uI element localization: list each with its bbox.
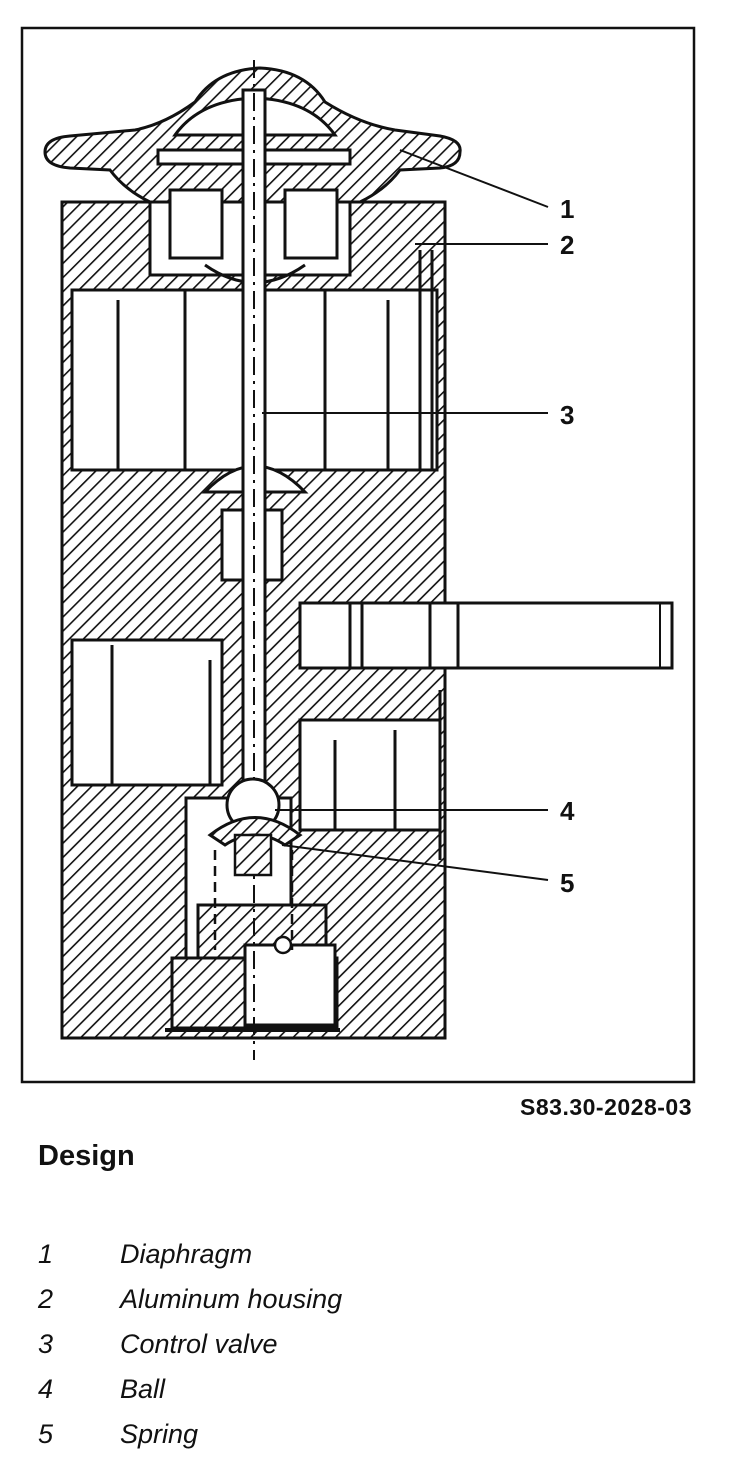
legend-item: 3 Control valve (38, 1322, 342, 1367)
legend-item-number: 3 (38, 1329, 54, 1359)
side-pipe (298, 601, 674, 670)
callout-4: 4 (560, 796, 575, 826)
legend-item: 5 Spring (38, 1412, 342, 1457)
callout-1: 1 (560, 194, 574, 224)
legend-item-number: 1 (38, 1239, 54, 1269)
callout-3: 3 (560, 400, 574, 430)
figure-id: S83.30-2028-03 (520, 1094, 692, 1120)
legend-item-label: Ball (120, 1374, 166, 1404)
spring (207, 816, 303, 877)
legend-item-number: 5 (38, 1419, 54, 1449)
legend-item-label: Spring (120, 1419, 199, 1449)
legend-item-number: 4 (38, 1374, 54, 1404)
legend-item: 1 Diaphragm (38, 1232, 342, 1277)
leader-lines (262, 149, 549, 881)
legend-item: 2 Aluminum housing (38, 1277, 342, 1322)
legend-item-label: Aluminum housing (120, 1284, 343, 1314)
legend-item-label: Diaphragm (120, 1239, 253, 1269)
legend-item-label: Control valve (120, 1329, 278, 1359)
legend-item: 4 Ball (38, 1367, 342, 1412)
legend-list: 1 Diaphragm 2 Aluminum housing 3 Control… (38, 1232, 342, 1457)
expansion-valve-diagram: 1 2 3 4 5 (20, 26, 696, 1084)
figure-frame (20, 26, 696, 1084)
legend-item-number: 2 (38, 1284, 54, 1314)
callout-5: 5 (560, 868, 574, 898)
control-valve-stem (241, 60, 267, 1060)
legend-title: Design (38, 1140, 135, 1172)
callout-2: 2 (560, 230, 574, 260)
